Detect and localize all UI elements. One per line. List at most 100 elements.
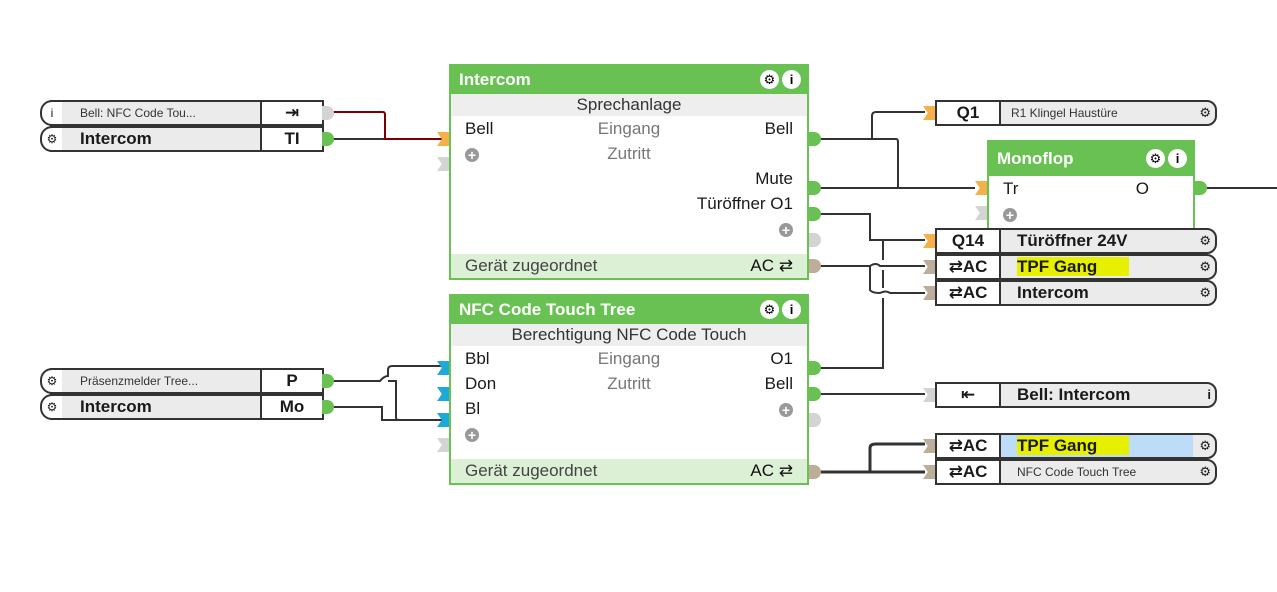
block-footer: Gerät zugeordnet AC ⇄	[451, 459, 807, 483]
port-in-bell[interactable]	[437, 132, 449, 146]
gear-icon[interactable]: ⚙	[40, 368, 62, 394]
footer-ac-port: AC ⇄	[750, 256, 793, 275]
footer-label: Gerät zugeordnet	[465, 256, 598, 275]
block-title: Monoflop	[997, 149, 1074, 168]
port-out-add[interactable]	[809, 233, 821, 247]
gear-icon[interactable]: ⚙	[40, 394, 62, 420]
right-ref-q14[interactable]: Q14 Türöffner 24V ⚙	[935, 228, 1217, 254]
port-in-q1[interactable]	[923, 106, 935, 120]
port-in-ac[interactable]	[923, 286, 935, 300]
ref-port-ac: ⇄AC	[935, 433, 1001, 459]
gear-icon[interactable]: ⚙	[1199, 438, 1211, 453]
block-title: NFC Code Touch Tree	[459, 300, 636, 319]
port-in-don[interactable]	[437, 387, 449, 401]
port-out-o[interactable]	[1195, 181, 1207, 195]
port-in-bbl[interactable]	[437, 361, 449, 375]
center-label: Zutritt	[607, 374, 651, 393]
right-ref-nfc-code-touch[interactable]: ⇄AC NFC Code Touch Tree ⚙	[935, 459, 1217, 485]
port-in-add[interactable]	[437, 157, 449, 171]
ref-port-ac: ⇄AC	[935, 254, 1001, 280]
gear-icon[interactable]: ⚙	[1199, 285, 1211, 300]
port-out-ac[interactable]	[809, 465, 821, 479]
left-ref-intercom-mo[interactable]: ⚙ Intercom Mo	[40, 394, 324, 420]
wire-p-bbl	[333, 365, 443, 382]
gear-icon[interactable]: ⚙	[1199, 233, 1211, 248]
gear-icon[interactable]: ⚙	[760, 70, 779, 89]
port-out-bell[interactable]	[809, 132, 821, 146]
right-ref-intercom[interactable]: ⇄AC Intercom ⚙	[935, 280, 1217, 306]
port-in-add[interactable]	[975, 206, 987, 220]
port-out-bell[interactable]	[809, 387, 821, 401]
port-in-q14[interactable]	[923, 234, 935, 248]
right-ref-tpf-gang-2[interactable]: ⇄AC TPF Gang ⚙	[935, 433, 1217, 459]
center-label: Zutritt	[607, 144, 651, 163]
add-output-button[interactable]: +	[779, 396, 793, 421]
port-out-tueroeffner[interactable]	[809, 207, 821, 221]
output-label: Mute	[755, 169, 793, 188]
ref-port: Q14	[935, 228, 1001, 254]
ref-name: Präsenzmelder Tree...	[80, 374, 199, 388]
block-header[interactable]: NFC Code Touch Tree ⚙ i	[451, 296, 807, 324]
add-output-button[interactable]: +	[779, 216, 793, 241]
footer-ac-port: AC ⇄	[750, 461, 793, 480]
info-icon[interactable]: i	[1168, 149, 1187, 168]
gear-icon[interactable]: ⚙	[40, 126, 62, 152]
port-out-ti[interactable]	[322, 132, 334, 146]
block-monoflop[interactable]: Monoflop ⚙ i Tr O +	[987, 140, 1195, 232]
right-ref-bell-intercom[interactable]: ⇤ Bell: Intercom i	[935, 382, 1217, 408]
port-out-add[interactable]	[809, 413, 821, 427]
add-input-button[interactable]: +	[1003, 201, 1017, 226]
info-icon[interactable]: i	[40, 100, 62, 126]
block-row: Bbl Eingang O1	[451, 346, 807, 371]
port-out-mute[interactable]	[809, 181, 821, 195]
add-input-button[interactable]: +	[465, 421, 479, 446]
left-ref-intercom-ti[interactable]: ⚙ Intercom TI	[40, 126, 324, 152]
wire-p-bl	[388, 380, 401, 421]
gear-icon[interactable]: ⚙	[1199, 105, 1211, 120]
port-out-p[interactable]	[322, 374, 334, 388]
block-header[interactable]: Intercom ⚙ i	[451, 66, 807, 94]
right-ref-tpf-gang-1[interactable]: ⇄AC TPF Gang ⚙	[935, 254, 1217, 280]
ref-name: TPF Gang	[1017, 435, 1130, 457]
ref-name: NFC Code Touch Tree	[1017, 465, 1137, 479]
block-row: +	[451, 421, 807, 446]
block-header[interactable]: Monoflop ⚙ i	[989, 142, 1193, 176]
port-out-mo[interactable]	[322, 400, 334, 414]
port-in-bell[interactable]	[923, 388, 935, 402]
port-in-ac[interactable]	[923, 465, 935, 479]
info-icon[interactable]: i	[1207, 387, 1211, 402]
block-row: Mute	[451, 166, 807, 191]
port-in-ac[interactable]	[923, 260, 935, 274]
left-ref-bell-nfc[interactable]: i Bell: NFC Code Tou... ⇥	[40, 100, 324, 126]
wire-nfc-ac-tpf	[819, 442, 925, 474]
gear-icon[interactable]: ⚙	[1199, 259, 1211, 274]
port-in-ac[interactable]	[923, 439, 935, 453]
block-intercom[interactable]: Intercom ⚙ i Sprechanlage Bell Eingang B…	[449, 64, 809, 280]
gear-icon[interactable]: ⚙	[760, 300, 779, 319]
input-label: Bell	[465, 119, 494, 138]
block-row: +	[451, 216, 807, 241]
port-out-ac[interactable]	[809, 259, 821, 273]
block-footer: Gerät zugeordnet AC ⇄	[451, 254, 807, 278]
gear-icon[interactable]: ⚙	[1199, 464, 1211, 479]
port-out-o1[interactable]	[809, 361, 821, 375]
ref-port: Mo	[260, 394, 324, 420]
left-ref-praesenzmelder[interactable]: ⚙ Präsenzmelder Tree... P	[40, 368, 324, 394]
port-in-add[interactable]	[437, 438, 449, 452]
wire-mo-bl	[333, 406, 443, 421]
add-input-button[interactable]: +	[465, 141, 479, 166]
info-icon[interactable]: i	[782, 70, 801, 89]
block-subtitle: Berechtigung NFC Code Touch	[451, 324, 807, 346]
center-label: Eingang	[597, 349, 661, 368]
block-nfc-code-touch[interactable]: NFC Code Touch Tree ⚙ i Berechtigung NFC…	[449, 294, 809, 485]
port-in-tr[interactable]	[975, 181, 987, 195]
gear-icon[interactable]: ⚙	[1146, 149, 1165, 168]
port-in-bl[interactable]	[437, 413, 449, 427]
port-out-bell-nfc[interactable]	[322, 106, 334, 120]
info-icon[interactable]: i	[782, 300, 801, 319]
ref-port: Q1	[935, 100, 1001, 126]
right-ref-q1[interactable]: Q1 R1 Klingel Haustüre ⚙	[935, 100, 1217, 126]
block-row: Bl +	[451, 396, 807, 421]
wire-intercom-ac-tpf	[819, 263, 925, 267]
output-label: O	[1135, 179, 1149, 198]
